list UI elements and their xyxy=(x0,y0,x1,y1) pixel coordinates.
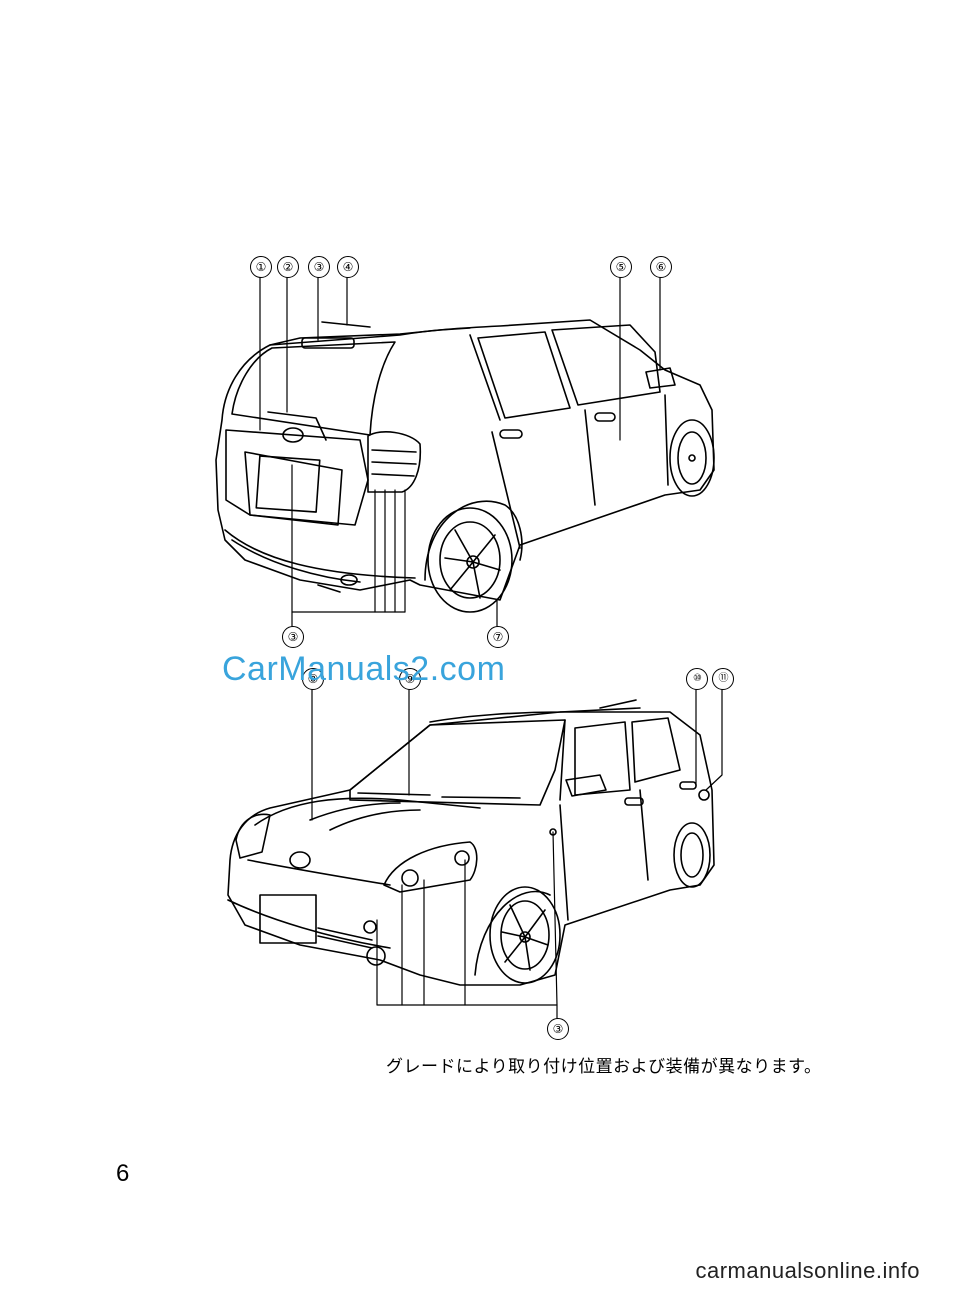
callout-10: ⑩ xyxy=(686,668,708,690)
front-car-drawing xyxy=(227,699,715,986)
footer-site: carmanualsonline.info xyxy=(695,1258,920,1283)
callout-3-rear-lower: ③ xyxy=(282,626,304,648)
callout-4: ④ xyxy=(337,256,359,278)
callout-1: ① xyxy=(250,256,272,278)
callout-11: ⑪ xyxy=(712,668,734,690)
callout-5: ⑤ xyxy=(610,256,632,278)
callout-8: ⑧ xyxy=(302,668,324,690)
callout-9: ⑨ xyxy=(399,668,421,690)
watermark-text: CarManuals2.com xyxy=(222,650,506,688)
callout-6: ⑥ xyxy=(650,256,672,278)
callout-2: ② xyxy=(277,256,299,278)
front-leader-lines xyxy=(311,689,723,1019)
rear-leader-lines xyxy=(259,277,661,627)
grade-note: グレードにより取り付け位置および装備が異なります。 xyxy=(386,1057,822,1077)
callout-7: ⑦ xyxy=(487,626,509,648)
callout-3-front-lower: ③ xyxy=(547,1018,569,1040)
callout-3: ③ xyxy=(308,256,330,278)
page-number: 6 xyxy=(116,1160,130,1187)
rear-car-drawing xyxy=(215,319,715,613)
